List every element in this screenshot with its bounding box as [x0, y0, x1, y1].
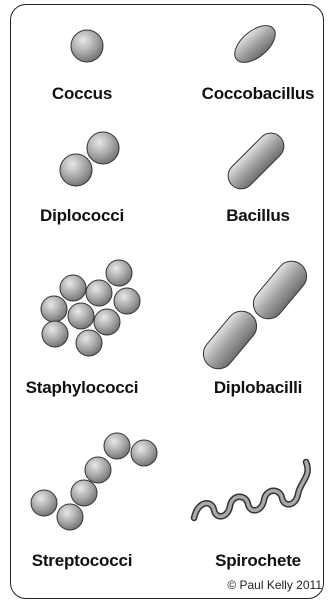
coccobacillus-shape [228, 19, 281, 70]
coccobacillus-label: Coccobacillus [178, 84, 336, 104]
bacillus-label: Bacillus [178, 206, 336, 226]
coccus-label: Coccus [2, 84, 162, 104]
spirochete-label: Spirochete [178, 551, 336, 571]
diplobacilli-label: Diplobacilli [178, 378, 336, 398]
spirochete-shape [194, 462, 308, 518]
copyright-text: © Paul Kelly 2011 [227, 578, 322, 592]
diplococci-label: Diplococci [2, 206, 162, 226]
coccus-shape [71, 30, 103, 62]
streptococci-label: Streptococci [2, 551, 162, 571]
streptococci-shape [31, 433, 157, 530]
diplobacilli-shape [197, 255, 312, 375]
bacillus-shape [223, 128, 289, 194]
diplococci-shape [60, 132, 119, 186]
staphylococci-shape [41, 260, 140, 356]
staphylococci-label: Staphylococci [2, 378, 162, 398]
